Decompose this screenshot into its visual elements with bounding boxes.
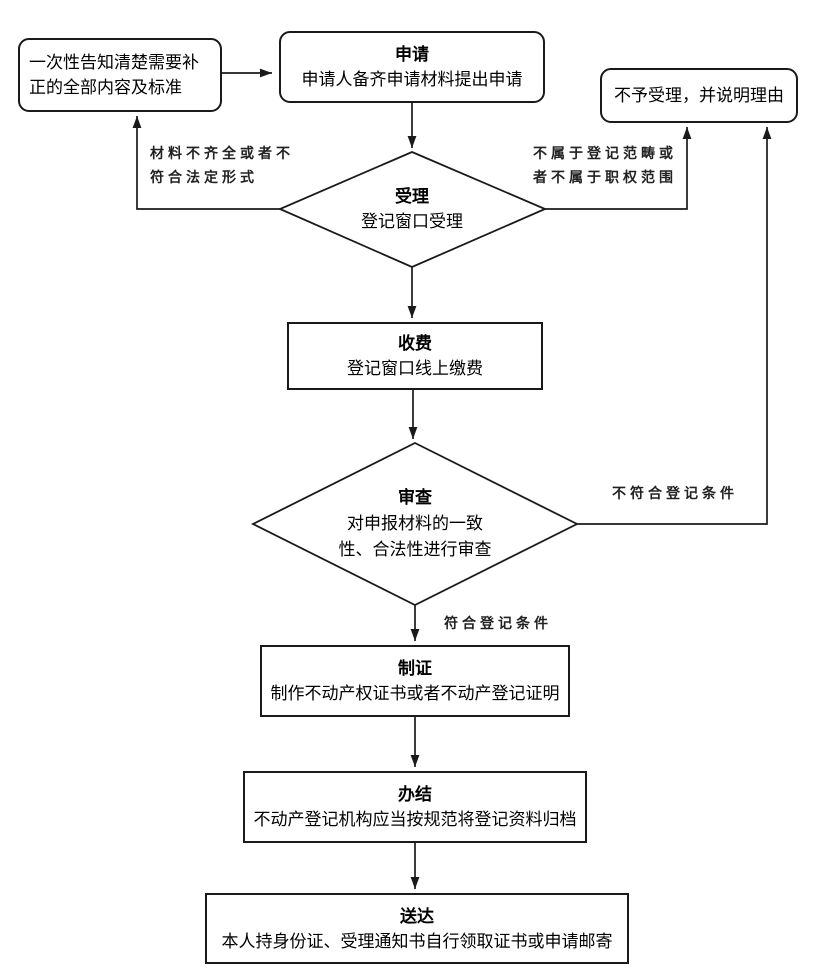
decision-accept-desc: 登记窗口受理 [361, 212, 463, 231]
node-complete: 办结 不动产登记机构应当按规范将登记资料归档 [243, 771, 587, 843]
node-issue-desc: 制作不动产权证书或者不动产登记证明 [270, 684, 560, 703]
node-complete-desc: 不动产登记机构应当按规范将登记资料归档 [253, 810, 577, 829]
decision-review-text: 审查 对申报材料的一致 性、合法性进行审查 [295, 484, 535, 564]
node-issue-certificate: 制证 制作不动产权证书或者不动产登记证明 [260, 645, 570, 717]
decision-review-desc-line2: 性、合法性进行审查 [338, 540, 492, 559]
node-notify-line1: 一次性告知清楚需要补 [29, 53, 199, 72]
node-reject: 不予受理，并说明理由 [600, 68, 798, 123]
edge-accept-to-reject [545, 127, 692, 210]
edge-label-not-in-scope-line1: 不属于登记范畴或 [533, 145, 677, 161]
edge-label-qualified: 符合登记条件 [444, 615, 552, 631]
node-charge: 收费 登记窗口线上缴费 [287, 322, 543, 390]
decision-accept-text: 受理 登记窗口受理 [312, 183, 512, 235]
edge-accept-to-notify [132, 116, 280, 210]
edge-label-materials-incomplete-line1: 材料不齐全或者不 [150, 145, 294, 161]
node-apply-desc: 申请人备齐申请材料提出申请 [301, 70, 523, 89]
edge-review-to-reject [577, 127, 772, 525]
node-reject-text: 不予受理，并说明理由 [614, 86, 784, 105]
decision-review-desc-line1: 对申报材料的一致 [347, 514, 483, 533]
edge-label-materials-incomplete: 材料不齐全或者不 符合法定形式 [150, 141, 294, 189]
node-apply-title: 申请 [395, 45, 429, 64]
decision-accept-title: 受理 [395, 187, 429, 206]
decision-review-title: 审查 [398, 488, 432, 507]
node-issue-title: 制证 [398, 659, 432, 678]
node-notify-line2: 正的全部内容及标准 [29, 78, 182, 97]
node-complete-title: 办结 [398, 785, 432, 804]
edge-label-materials-incomplete-line2: 符合法定形式 [150, 169, 258, 185]
node-apply: 申请 申请人备齐申请材料提出申请 [279, 31, 545, 103]
decision-review-diamond [250, 441, 580, 607]
node-charge-desc: 登记窗口线上缴费 [347, 359, 483, 378]
node-notify-correction: 一次性告知清楚需要补 正的全部内容及标准 [18, 38, 222, 112]
edge-label-not-in-scope-line2: 者不属于职权范围 [533, 169, 677, 185]
edge-label-not-in-scope: 不属于登记范畴或 者不属于职权范围 [533, 141, 677, 189]
node-deliver-desc: 本人持身份证、受理通知书自行领取证书或申请邮寄 [221, 931, 613, 951]
edge-label-not-qualified: 不符合登记条件 [612, 485, 738, 501]
node-deliver-title: 送达 [400, 906, 434, 926]
decision-accept-diamond [277, 151, 548, 268]
node-charge-title: 收费 [398, 334, 432, 353]
node-deliver: 送达 本人持身份证、受理通知书自行领取证书或申请邮寄 [205, 893, 629, 964]
